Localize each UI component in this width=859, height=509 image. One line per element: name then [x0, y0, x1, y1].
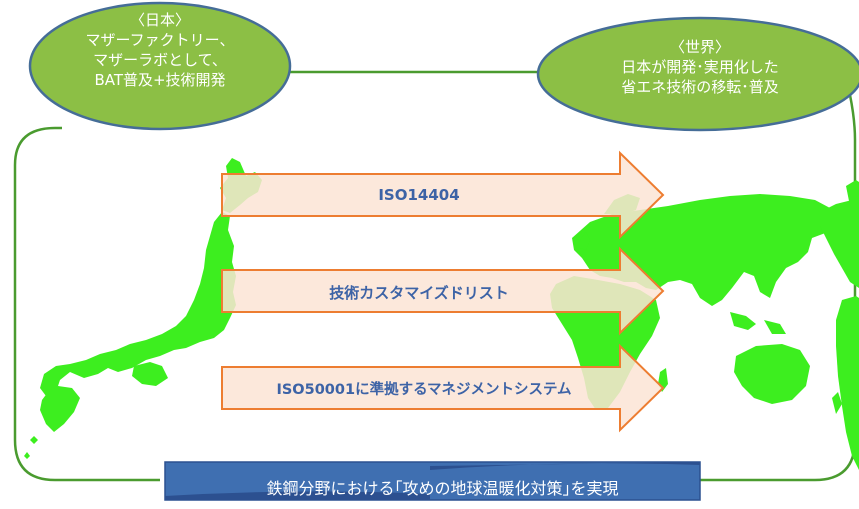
arrow-3-label: ISO50001に準拠するマネジメントシステム — [276, 382, 572, 398]
oval-japan-line-3: マザーラボとして、 — [93, 51, 227, 69]
oval-japan-text: 〈日本〉 マザーファクトリー、 マザーラボとして、 BAT普及+技術開発 — [40, 10, 280, 90]
banner-ribbon — [164, 461, 701, 501]
oval-world — [536, 16, 859, 132]
arrow-2-label: 技術カスタマイズドリスト — [329, 284, 509, 302]
arrow-1 — [221, 150, 665, 240]
arrow-3 — [221, 343, 665, 433]
oval-world-line-1: 〈世界〉 — [669, 38, 730, 56]
oval-world-line-3: 省エネ技術の移転･普及 — [621, 78, 779, 96]
oval-japan-line-2: マザーファクトリー、 — [85, 31, 235, 49]
banner-text: 鉄鋼分野における｢攻めの地球温暖化対策｣を実現 — [266, 479, 619, 498]
oval-world-text: 〈世界〉 日本が開発･実用化した 省エネ技術の移転･普及 — [550, 37, 850, 97]
oval-world-line-2: 日本が開発･実用化した — [621, 58, 779, 76]
arrow-2 — [221, 246, 665, 336]
oval-japan-line-1: 〈日本〉 — [129, 11, 190, 29]
oval-japan — [28, 1, 292, 131]
arrow-1-label: ISO14404 — [378, 186, 460, 204]
world-map — [550, 180, 859, 470]
oval-japan-line-4: BAT普及+技術開発 — [94, 71, 226, 89]
